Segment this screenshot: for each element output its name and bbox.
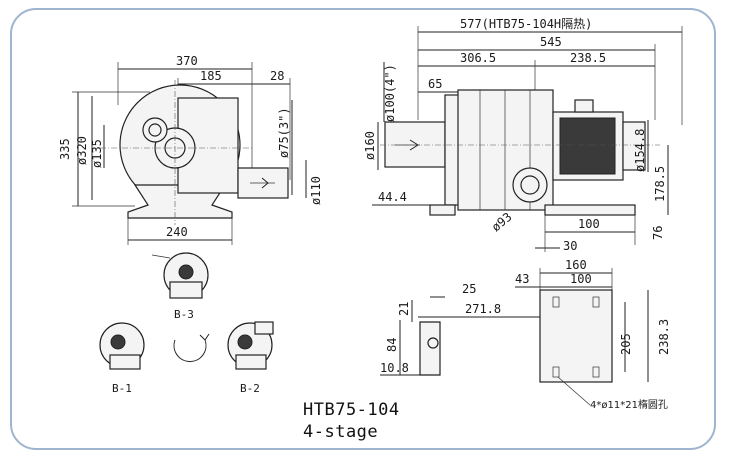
dim-28: 28 <box>270 69 284 83</box>
dim-577: 577(HTB75-104H隔热) <box>460 17 592 31</box>
dim-75: ø75(3") <box>277 107 291 158</box>
orientation-b2: B-2 <box>227 321 274 395</box>
dim-205: 205 <box>619 333 633 355</box>
model-title: HTB75-104 <box>303 400 400 420</box>
dim-76: 76 <box>651 226 665 240</box>
dim-240: 240 <box>166 225 188 239</box>
dim-10-8: 10.8 <box>380 361 409 375</box>
label-b2: B-2 <box>240 382 260 395</box>
side-view: 577(HTB75-104H隔热) 545 306.5 238.5 65 ø10… <box>363 17 683 253</box>
orientation-views: B-3 B-1 B-2 <box>99 252 274 395</box>
label-b3: B-3 <box>174 308 194 321</box>
dim-30: 30 <box>563 239 577 253</box>
dim-178: 178.5 <box>653 166 667 202</box>
dim-335: 335 <box>58 138 72 160</box>
dim-base-160: 160 <box>565 258 587 272</box>
dim-154: ø154.8 <box>633 129 647 172</box>
dim-238-3: 238.3 <box>657 319 671 355</box>
orientation-b1: B-1 <box>99 322 145 395</box>
dim-306: 306.5 <box>460 51 496 65</box>
base-plate-view: 160 43 100 205 238.3 4*ø11*21楕圆孔 <box>515 258 671 411</box>
dim-100-base: 100 <box>578 217 600 231</box>
dim-100-in: ø100(4") <box>383 64 397 122</box>
rotation-arrow-icon <box>173 339 207 362</box>
front-view: 370 185 28 335 ø320 ø135 ø75(3") ø110 <box>58 54 323 245</box>
dim-base-43: 43 <box>515 272 529 286</box>
orientation-b3: B-3 <box>151 252 209 321</box>
dim-545: 545 <box>540 35 562 49</box>
dim-84: 84 <box>385 338 399 352</box>
dim-65: 65 <box>428 77 442 91</box>
drawing-frame <box>10 8 716 450</box>
holes-note: 4*ø11*21楕圆孔 <box>590 398 668 411</box>
stage-label: 4-stage <box>303 422 378 442</box>
dim-93: ø93 <box>489 210 515 235</box>
dim-271: 271.8 <box>465 302 501 316</box>
label-b1: B-1 <box>112 382 132 395</box>
dim-160: ø160 <box>363 131 377 160</box>
dim-110: ø110 <box>309 176 323 205</box>
dim-base-100: 100 <box>570 272 592 286</box>
dim-238: 238.5 <box>570 51 606 65</box>
bracket-view: 25 271.8 21 84 10.8 <box>380 282 540 376</box>
dim-44: 44.4 <box>378 190 407 204</box>
dim-320: ø320 <box>75 136 89 165</box>
dim-185: 185 <box>200 69 222 83</box>
dim-25: 25 <box>462 282 476 296</box>
dim-370: 370 <box>176 54 198 68</box>
dim-21: 21 <box>397 302 411 316</box>
dim-135: ø135 <box>90 139 104 168</box>
